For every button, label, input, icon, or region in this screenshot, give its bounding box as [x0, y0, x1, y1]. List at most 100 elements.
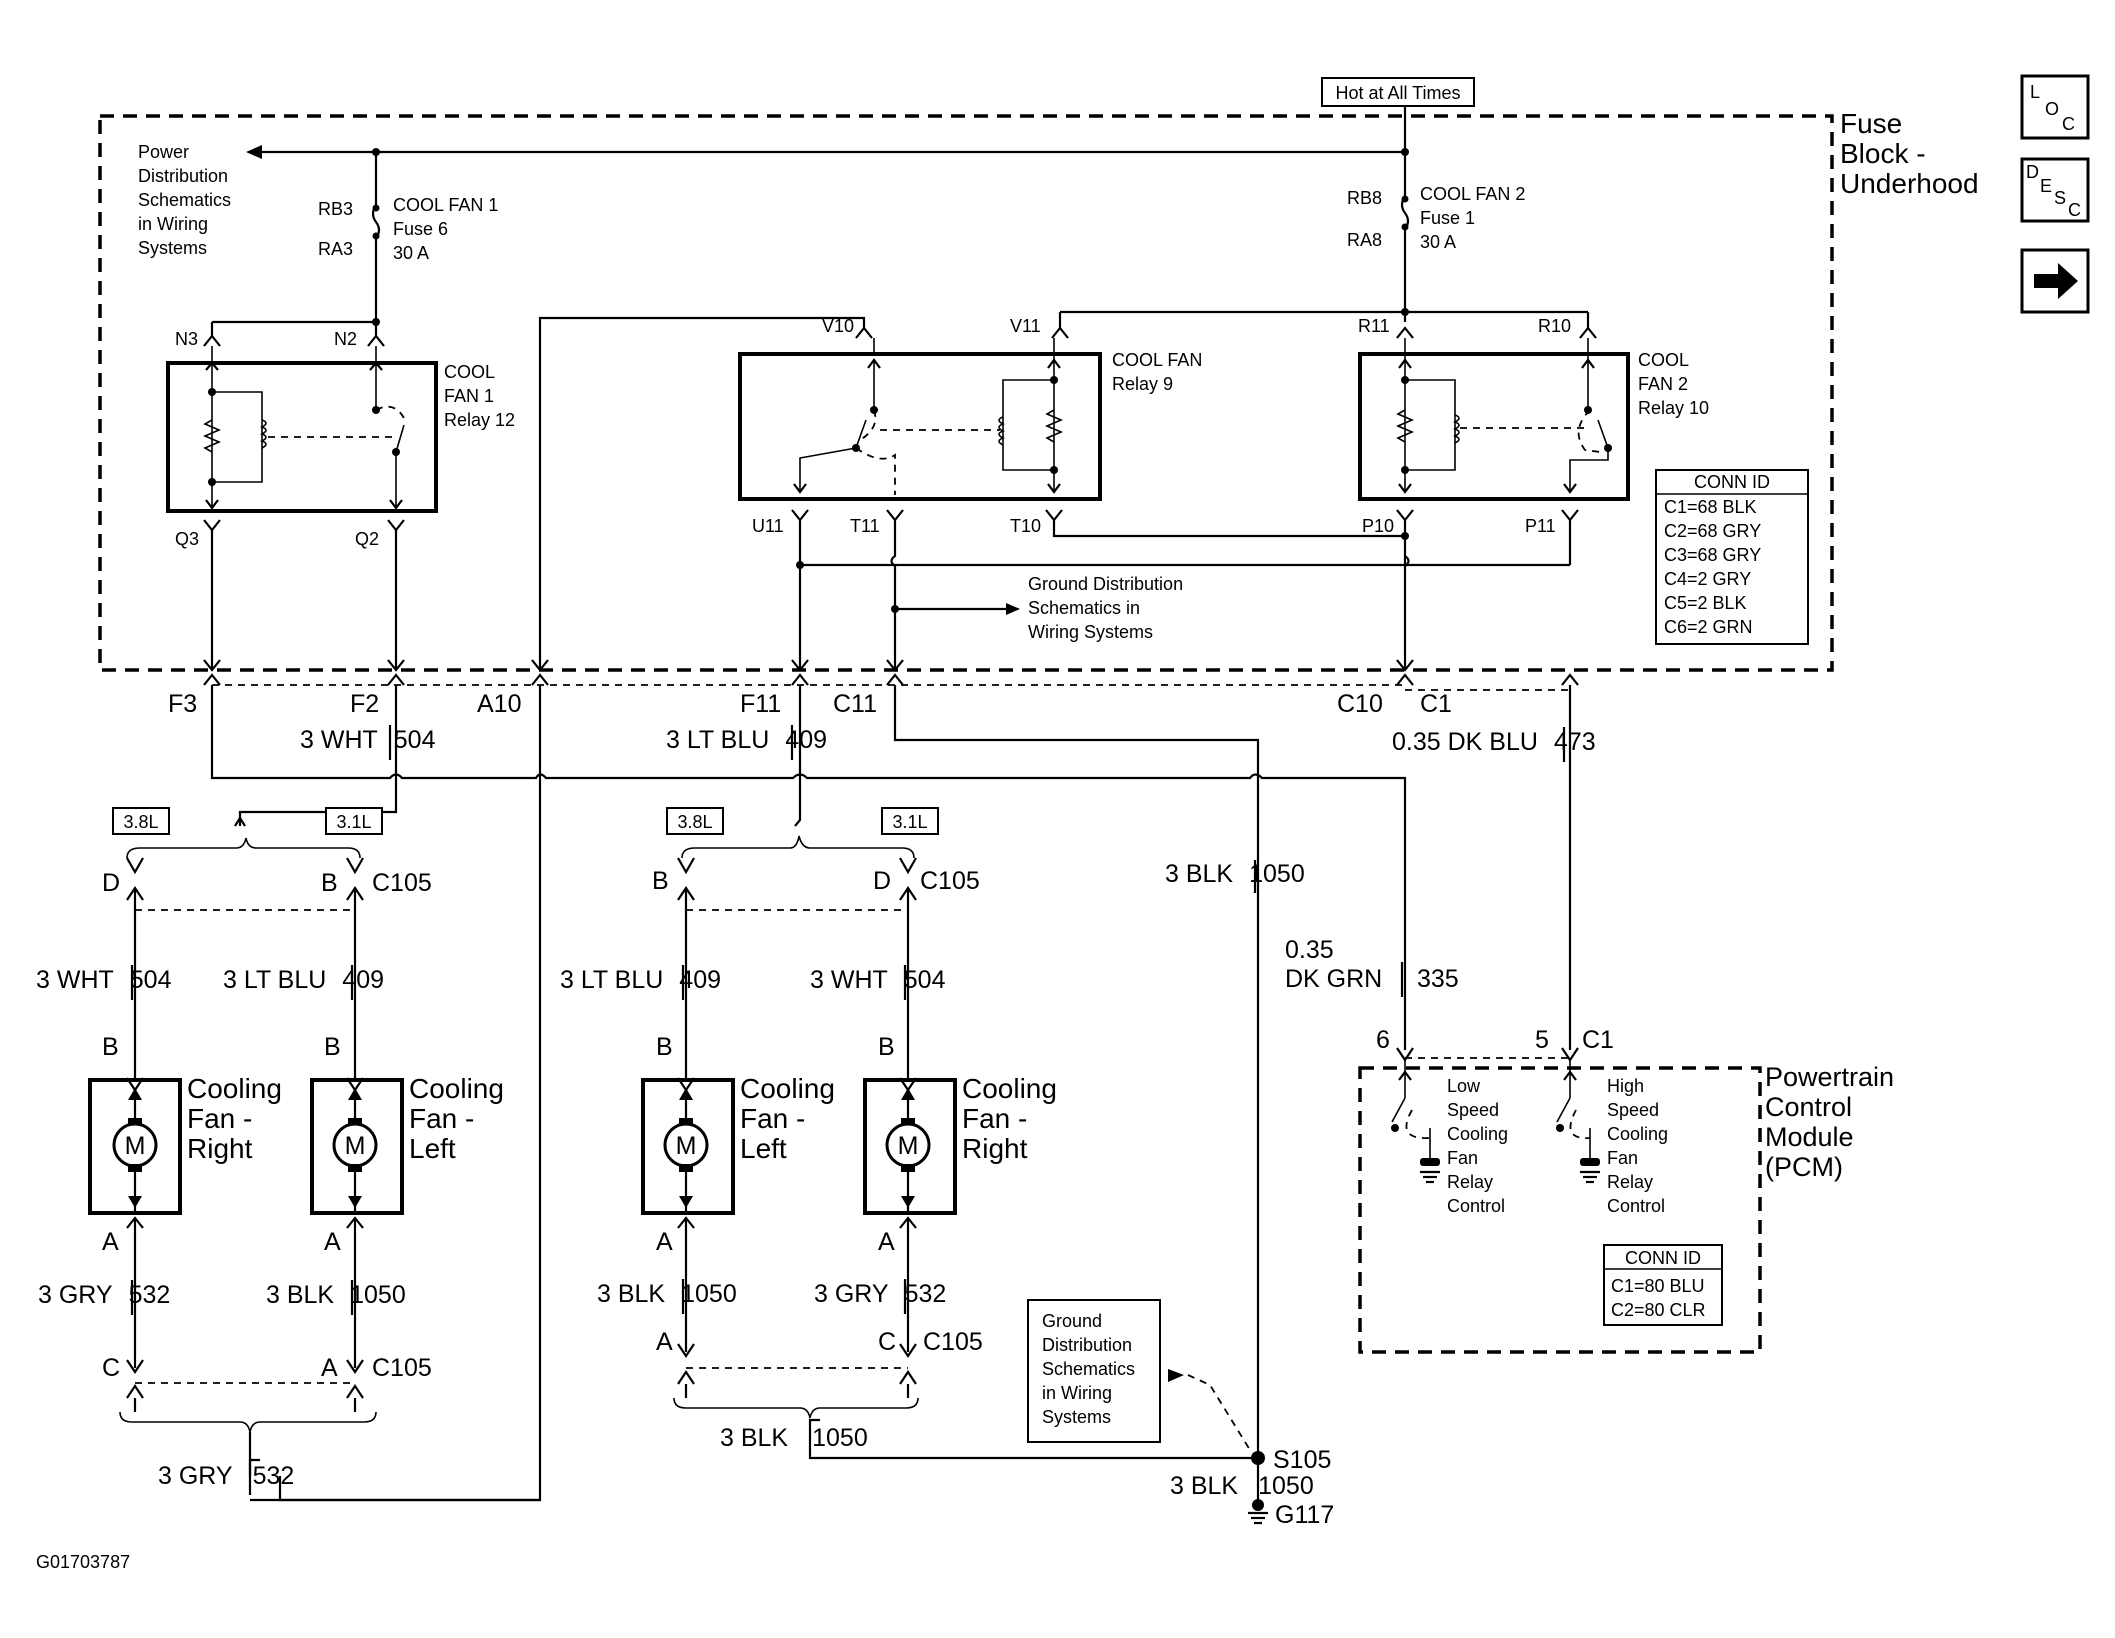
next-button[interactable] — [2020, 248, 2090, 314]
pcm-conn-id-rows: C1=80 BLU C2=80 CLR — [1611, 1276, 1710, 1320]
loc-letter: C — [2062, 114, 2075, 134]
figure-id: G01703787 — [36, 1552, 130, 1572]
fuse-block-conn-id — [1655, 469, 1809, 645]
wire-335: 0.35 DK GRN 335 — [1285, 936, 1459, 993]
motor-label: Cooling Fan - Left — [409, 1073, 512, 1164]
desc-letter: S — [2054, 188, 2066, 208]
fuse-1-label: COOL FAN 2 Fuse 1 30 A — [1420, 184, 1530, 252]
motor-symbol: M — [345, 1132, 366, 1160]
relay10-pin-p11: P11 — [1525, 516, 1556, 536]
pcm-conn-id-title: CONN ID — [1625, 1248, 1701, 1268]
fuse-1-pin-bottom: RA8 — [1347, 230, 1382, 250]
motor-pin-bottom: A — [324, 1228, 341, 1256]
relay12-pin-q3: Q3 — [175, 529, 199, 549]
fuse-6-pin-bottom: RA3 — [318, 239, 353, 259]
relay-10-box — [1358, 352, 1630, 501]
motor-pin-top: B — [102, 1033, 119, 1061]
desc-button[interactable]: D E S C — [2020, 157, 2090, 223]
conn-id-rows: C1=68 BLK C2=68 GRY C3=68 GRY C4=2 GRY C… — [1664, 497, 1766, 637]
relay9-pin-u11: U11 — [752, 516, 784, 536]
arrow-right-icon — [2034, 263, 2078, 299]
relay12-pin-q2: Q2 — [355, 529, 379, 549]
motor-label: Cooling Fan - Left — [740, 1073, 843, 1164]
fuse-block-label: Fuse Block - Underhood — [1840, 108, 1979, 199]
relay12-pin-n3: N3 — [175, 329, 198, 349]
conn-pin-c-right: C — [878, 1328, 896, 1356]
pin-c1: C1 — [1420, 690, 1452, 718]
motor-cooling-fan-left-1: B M Cooling Fan - Left A — [310, 1033, 512, 1256]
relay10-pin-p10: P10 — [1362, 516, 1394, 536]
arrow-right-icon — [1168, 1369, 1184, 1382]
relay12-pin-n2: N2 — [334, 329, 357, 349]
pin-f2: F2 — [350, 690, 379, 718]
pcm-conn-id — [1603, 1244, 1723, 1326]
motor-symbol: M — [676, 1132, 697, 1160]
hot-at-all-times-label: Hot at All Times — [1335, 83, 1460, 103]
relay10-pin-r11: R11 — [1358, 316, 1390, 336]
pcm-label: Powertrain Control Module (PCM) — [1765, 1062, 1902, 1182]
motor-cooling-fan-right-2: B M Cooling Fan - Right A — [863, 1033, 1057, 1256]
relay-9-box — [738, 352, 1102, 501]
desc-letter: E — [2040, 176, 2052, 196]
c105-right-top: C105 — [920, 867, 980, 895]
engine-3-8l-label: 3.8L — [677, 812, 712, 832]
ground-distribution-ref: Ground Distribution Schematics in Wiring… — [1028, 574, 1188, 642]
c105-left-bottom: C105 — [372, 1354, 432, 1382]
motor-pin-top: B — [878, 1033, 895, 1061]
loc-letter: L — [2030, 82, 2040, 102]
arrow-left-icon — [246, 145, 262, 159]
engine-3-8l-label: 3.8L — [123, 812, 158, 832]
relay9-pin-v10: V10 — [822, 316, 854, 336]
pin-c10: C10 — [1337, 690, 1383, 718]
high-speed-label: High Speed Cooling Fan Relay Control — [1607, 1076, 1673, 1216]
motor-cooling-fan-left-2: B M Cooling Fan - Left A — [641, 1033, 843, 1256]
pcm-conn-c1: C1 — [1582, 1026, 1614, 1054]
engine-3-8l-right — [666, 807, 724, 835]
conn-pin-c-left: C — [102, 1354, 120, 1382]
engine-3-1l-label: 3.1L — [336, 812, 371, 832]
relay9-pin-v11: V11 — [1010, 316, 1041, 336]
pcm-pin-6: 6 — [1376, 1026, 1390, 1054]
engine-3-1l-left — [325, 807, 383, 835]
engine-3-8l-left — [112, 807, 170, 835]
low-speed-label: Low Speed Cooling Fan Relay Control — [1447, 1076, 1513, 1216]
hot-at-all-times-box — [1321, 77, 1475, 107]
motor-pin-bottom: A — [656, 1228, 673, 1256]
splice-label: S105 — [1273, 1446, 1331, 1474]
motor-symbol: M — [125, 1132, 146, 1160]
conn-pin-b-right: B — [652, 867, 669, 895]
conn-pin-b-left: B — [321, 869, 338, 897]
engine-3-1l-label: 3.1L — [892, 812, 927, 832]
power-distribution-ref: Power Distribution Schematics in Wiring … — [138, 142, 236, 258]
fuse-6-pin-top: RB3 — [318, 199, 353, 219]
loc-button[interactable]: L O C — [2020, 74, 2090, 140]
desc-letter: D — [2026, 162, 2039, 182]
pcm-pin-5: 5 — [1535, 1026, 1549, 1054]
motor-symbol: M — [898, 1132, 919, 1160]
conn-pin-d-left: D — [102, 869, 120, 897]
relay-10-label: COOL FAN 2 Relay 10 — [1638, 350, 1709, 418]
arrow-left-icon — [1006, 603, 1020, 615]
conn-pin-a-left: A — [321, 1354, 338, 1382]
relay-12-label: COOL FAN 1 Relay 12 — [444, 362, 515, 430]
pin-f11: F11 — [740, 690, 781, 718]
relay-9-label: COOL FAN Relay 9 — [1112, 350, 1207, 394]
motor-cooling-fan-right-1: B M Cooling Fan - Right A — [88, 1033, 290, 1256]
fuse-1-pin-top: RB8 — [1347, 188, 1382, 208]
motor-label: Cooling Fan - Right — [187, 1073, 290, 1164]
ground-label: G117 — [1275, 1501, 1334, 1529]
